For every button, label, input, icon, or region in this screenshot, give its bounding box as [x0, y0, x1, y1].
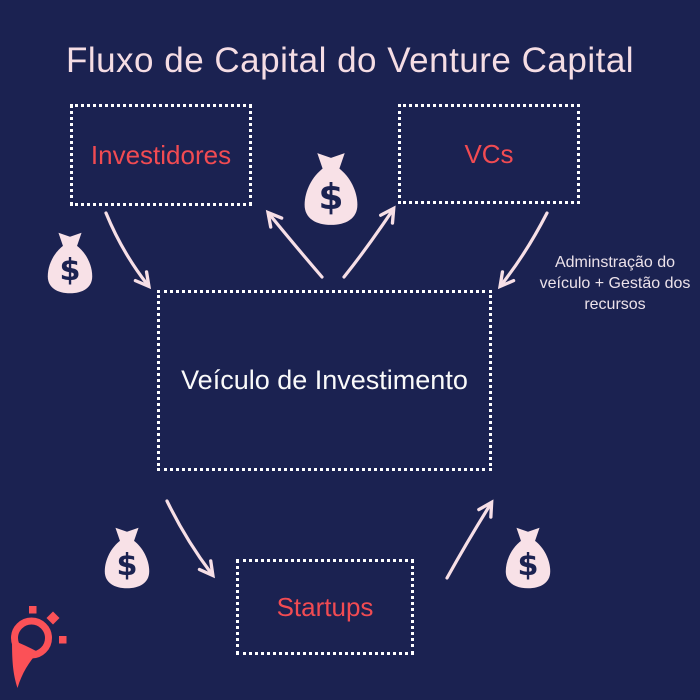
sparkle-square-icon: [59, 636, 67, 644]
money-bag-icon: [100, 526, 154, 590]
money-bag-icon: [43, 231, 97, 295]
page-title: Fluxo de Capital do Venture Capital: [65, 41, 635, 80]
node-investidores-label: Investidores: [90, 139, 232, 170]
node-vcs: VCs: [398, 104, 580, 204]
money-bag-icon: [501, 526, 555, 590]
node-vcs-label: VCs: [464, 138, 514, 169]
vcs-annotation-line: recursos: [584, 296, 646, 313]
sparkle-square-icon: [29, 606, 37, 614]
arrow-startups-to-veiculo: [445, 499, 494, 580]
vcs-annotation-line: veículo + Gestão dos: [539, 275, 691, 292]
node-veiculo-de-investimento: Veículo de Investimento: [157, 290, 492, 471]
node-startups-label: Startups: [276, 591, 374, 622]
arrow-investidores-to-veiculo: [104, 211, 152, 290]
node-veiculo-label: Veículo de Investimento: [181, 365, 468, 395]
money-bag-icon: [299, 151, 363, 227]
sparkle-diamond-icon: [46, 611, 60, 625]
arrow-veiculo-to-startups: [165, 499, 215, 579]
vcs-annotation-line: Adminstração do: [554, 254, 676, 271]
brand-logo: [11, 606, 67, 688]
node-investidores: Investidores: [70, 104, 252, 206]
node-startups: Startups: [236, 559, 414, 655]
vcs-annotation: Adminstração do veículo + Gestão dos rec…: [525, 252, 700, 315]
